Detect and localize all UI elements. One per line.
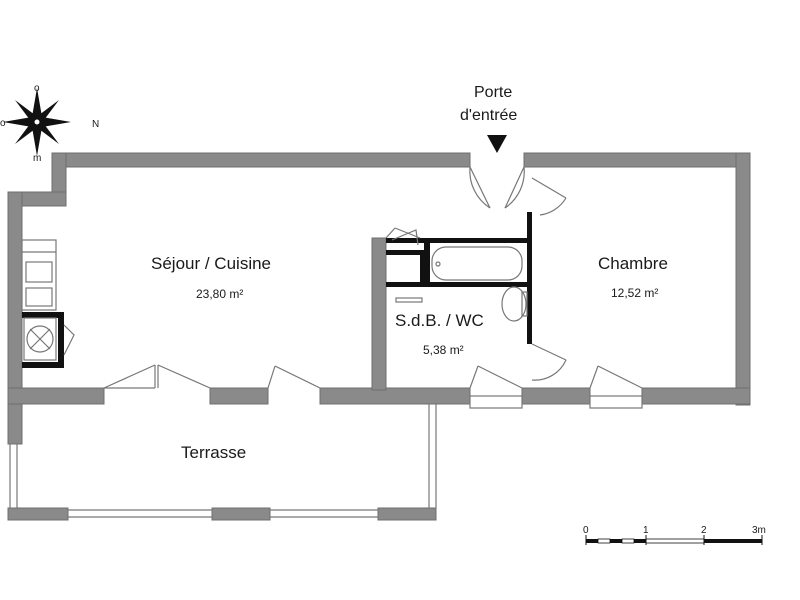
scale-tick-0: 0 (583, 525, 589, 536)
scale-tick-3: 3m (752, 525, 766, 536)
wall-top-right (523, 152, 751, 168)
wall-bottom-1 (7, 387, 105, 405)
wall-top-left (51, 152, 471, 168)
room-area-chambre: 12,52 m² (611, 286, 658, 300)
wall-bath-top (386, 238, 532, 243)
wall-bottom-4 (521, 387, 591, 405)
room-area-sdb: 5,38 m² (423, 343, 464, 357)
entrance-arrow-icon (487, 135, 507, 153)
front-door-icon (469, 166, 525, 209)
chambre-door-bottom-icon (531, 343, 567, 381)
scale-tick-2: 2 (701, 525, 707, 536)
compass-rose-icon (3, 88, 71, 156)
wall-bath-left (371, 237, 387, 391)
bathtub-icon (424, 240, 528, 287)
wall-bottom-2 (209, 387, 269, 405)
wall-bottom-5 (641, 387, 751, 405)
sejour-window-door-icon (267, 365, 321, 389)
compass-top-label: o (34, 83, 40, 94)
kitchen-sink-icon (21, 239, 57, 311)
entrance-label-line1: Porte (474, 84, 512, 101)
scale-bar (585, 535, 763, 545)
wall-bottom-3 (319, 387, 471, 405)
bath-window-icon (469, 365, 523, 409)
compass-north-label: N (92, 119, 99, 130)
room-area-sejour: 23,80 m² (196, 287, 243, 301)
shower-corner-icon (395, 297, 423, 303)
room-name-sejour: Séjour / Cuisine (151, 254, 271, 273)
scale-tick-1: 1 (643, 525, 649, 536)
compass-bottom-label: m (33, 153, 41, 164)
entrance-label-line2: d'entrée (460, 107, 517, 124)
chambre-window-icon (589, 365, 643, 409)
wall-bath-right (527, 212, 532, 344)
washbasin-icon (386, 229, 426, 287)
compass-west-label: o (0, 118, 6, 129)
wall-left (7, 191, 23, 445)
toilet-icon (501, 286, 528, 322)
sejour-french-door-icon (103, 364, 211, 389)
wall-right (735, 152, 751, 406)
room-name-terrasse: Terrasse (181, 443, 246, 462)
chambre-door-top-icon (531, 177, 567, 216)
bath-door-icon (385, 227, 421, 239)
room-name-chambre: Chambre (598, 254, 668, 273)
room-name-sdb: S.d.B. / WC (395, 311, 484, 330)
terrace-outline (7, 404, 437, 521)
stove-icon (22, 312, 75, 368)
